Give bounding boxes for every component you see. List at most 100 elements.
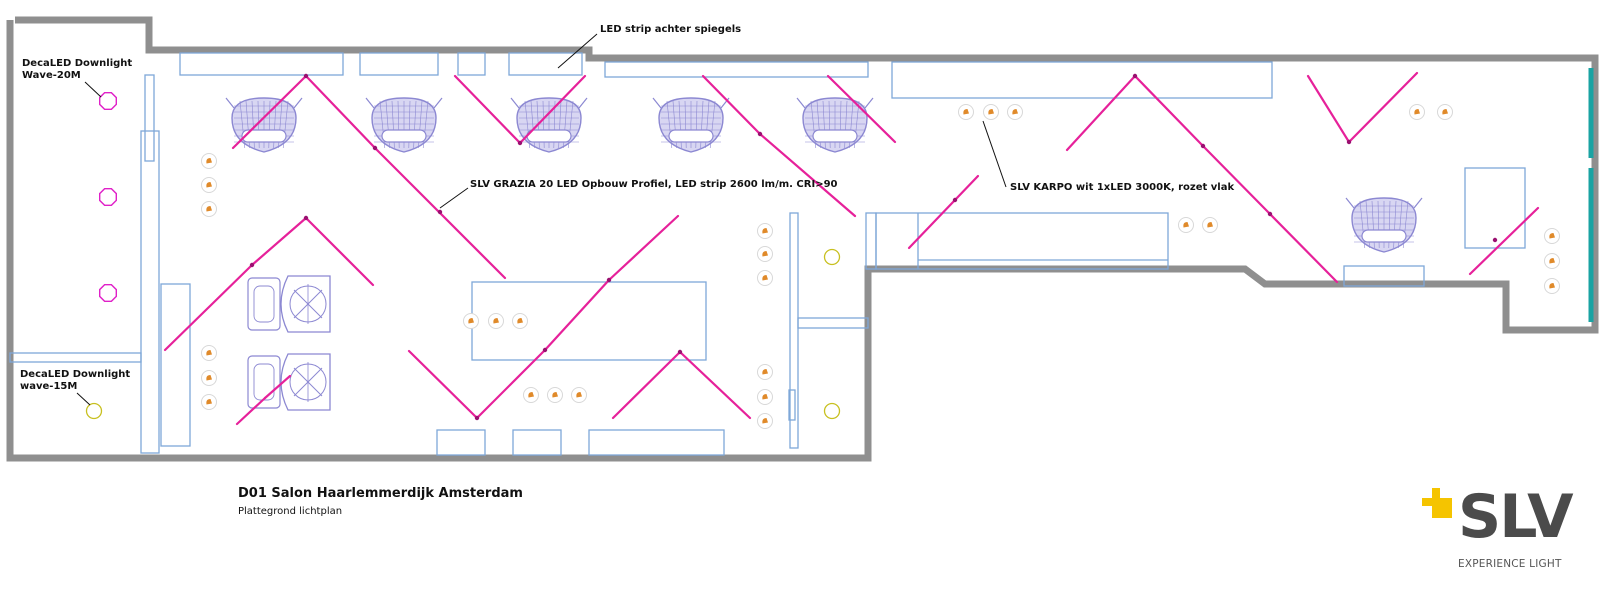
label-led-strip: LED strip achter spiegels [600, 24, 742, 35]
profile-segment [250, 216, 308, 267]
spot-icon [757, 270, 773, 286]
karpo-spots [201, 104, 1560, 429]
label-grazia: SLV GRAZIA 20 LED Opbouw Profiel, LED st… [470, 179, 838, 190]
chair-icon [652, 97, 730, 153]
profile-joint [1200, 143, 1206, 149]
profile-joint [372, 145, 378, 151]
spot-icon [201, 177, 217, 193]
center-table [471, 281, 707, 361]
furniture [9, 52, 1526, 456]
profile-joint [1346, 139, 1352, 145]
profile-joint [757, 131, 763, 137]
profile-segment [1065, 74, 1137, 152]
profile-joint [249, 262, 255, 268]
spot-icon [757, 246, 773, 262]
label-line: Wave-20M [22, 70, 81, 81]
desk [1343, 265, 1425, 287]
chair-icon [510, 97, 588, 153]
downlight-icon [823, 402, 841, 420]
downlight-icon [98, 187, 118, 207]
downlight-icon [85, 402, 103, 420]
profile-joint [303, 73, 309, 79]
reception-desk [160, 283, 191, 447]
cabinet [512, 429, 562, 456]
label-line: DecaLED Downlight [20, 369, 131, 380]
downlight-icon [823, 248, 841, 266]
spot-icon [1544, 228, 1560, 244]
profile-segment [1306, 74, 1351, 144]
leader-line [557, 33, 598, 69]
profile-joint [303, 215, 309, 221]
profile-segment [475, 348, 547, 420]
profile-joint [1132, 73, 1138, 79]
shelf [797, 317, 869, 329]
spot-icon [571, 387, 587, 403]
profile-segment [678, 350, 752, 420]
leader-line [439, 187, 469, 209]
profile-segment [235, 396, 267, 426]
profile-segment [518, 74, 587, 145]
spot-icon [1409, 104, 1425, 120]
spot-icon [463, 313, 479, 329]
profile-joint [1267, 211, 1273, 217]
spot-icon [958, 104, 974, 120]
profile-segment [701, 74, 762, 136]
spot-icon [201, 153, 217, 169]
partition [789, 212, 799, 449]
partition [9, 352, 142, 363]
profile-segment [163, 263, 254, 352]
profile-joint [1492, 237, 1498, 243]
profile-joint [437, 209, 443, 215]
profile-segment [263, 374, 292, 400]
logo-tagline: EXPERIENCE LIGHT [1458, 558, 1562, 570]
profile-joint [606, 277, 612, 283]
label-deca-wave20: DecaLED Downlight Wave-20M [22, 58, 132, 82]
spot-icon [523, 387, 539, 403]
profile-segment [543, 278, 611, 352]
spot-icon [757, 389, 773, 405]
label-line: wave-15M [20, 381, 78, 392]
mirror-console [604, 61, 869, 78]
profile-joint [542, 347, 548, 353]
plan-subtitle: Plattegrond lichtplan [238, 506, 343, 517]
leader-line [84, 81, 102, 98]
side-table [1464, 167, 1526, 249]
chairs [225, 97, 1423, 411]
spot-icon [1178, 217, 1194, 233]
slv-logo: SLV EXPERIENCE LIGHT [1420, 486, 1590, 586]
outer-wall [6, 16, 1599, 462]
spot-icon [1437, 104, 1453, 120]
mirror-console [179, 52, 344, 76]
spot-icon [1544, 253, 1560, 269]
chair-icon [1345, 197, 1423, 253]
mirror-console [359, 52, 439, 76]
led-profiles [163, 71, 1540, 426]
profile-segment [1268, 212, 1339, 284]
spot-icon [757, 364, 773, 380]
label-line: DecaLED Downlight [22, 58, 133, 69]
spot-icon [757, 223, 773, 239]
profile-joint [677, 349, 683, 355]
spot-icon [757, 413, 773, 429]
leader-line [76, 392, 91, 406]
profile-segment [1201, 144, 1272, 216]
spot-icon [201, 370, 217, 386]
spot-icon [1544, 278, 1560, 294]
profile-segment [1347, 71, 1419, 144]
logo-wordmark: SLV [1458, 482, 1574, 552]
partition [865, 212, 877, 270]
profile-segment [304, 216, 375, 287]
spot-icon [512, 313, 528, 329]
spot-icon [1007, 104, 1023, 120]
spot-icon [201, 345, 217, 361]
profile-joint [517, 140, 523, 146]
profile-segment [758, 132, 857, 218]
spot-icon [983, 104, 999, 120]
downlights [85, 91, 841, 420]
chair-icon [247, 275, 331, 333]
spot-icon [488, 313, 504, 329]
profile-segment [407, 349, 479, 420]
profile-segment [1468, 206, 1540, 276]
wash-counter [875, 212, 1169, 270]
